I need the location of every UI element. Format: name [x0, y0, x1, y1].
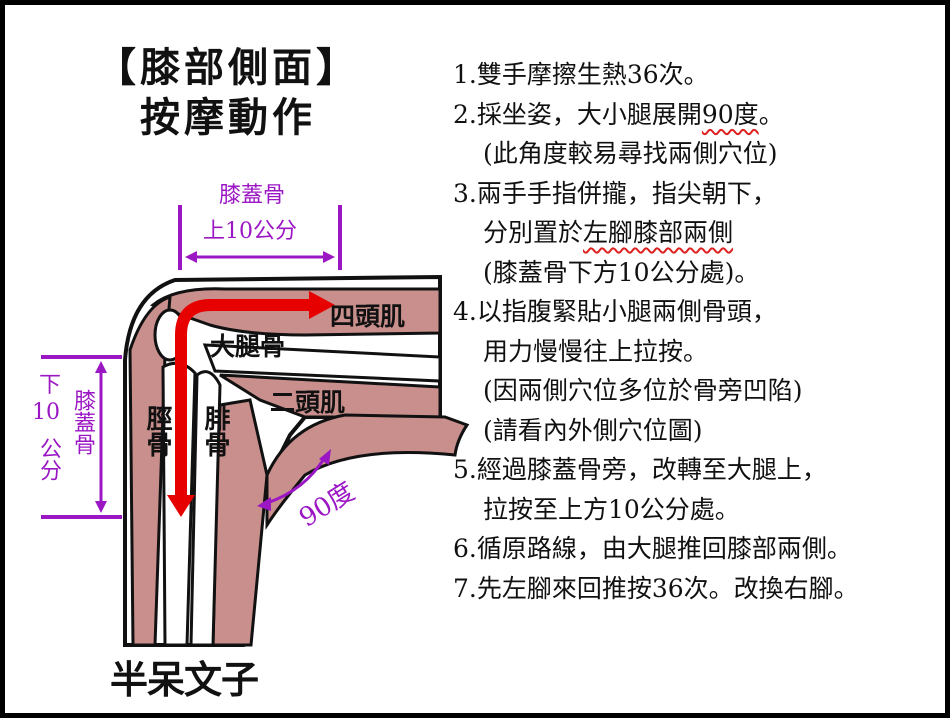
instruction-line: 7.先左腳來回推按36次。改換右腳。 [453, 569, 943, 609]
instruction-line: 1.雙手摩擦生熱36次。 [453, 55, 943, 95]
step-number: 4. [453, 297, 477, 326]
step-text: 雙手摩擦生熱36次。 [476, 60, 709, 89]
instruction-line: (此角度較易尋找兩側穴位) [453, 134, 943, 174]
highlighted-text: 90度 [701, 99, 759, 129]
step-number: 3. [453, 178, 477, 208]
instruction-line: 4.以指腹緊貼小腿兩側骨頭， [453, 292, 943, 332]
step-text: 先左腳來回推按36次。改換右腳。 [476, 573, 859, 603]
instruction-line: 拉按至上方10公分處。 [453, 490, 943, 530]
angle-arc [257, 449, 331, 511]
instruction-line: 2.採坐姿，大小腿展開90度。 [453, 95, 943, 135]
step-text: 經過膝蓋骨旁，改轉至大腿上， [476, 455, 827, 484]
step-text: 拉按至上方10公分處。 [483, 494, 740, 524]
leg-illustration [123, 274, 470, 647]
massage-path-arrow [167, 291, 335, 517]
below-knee-label-2: 10 [32, 400, 60, 425]
above-knee-dimension [178, 205, 342, 270]
quadriceps-label: 四頭肌 [330, 302, 406, 331]
instruction-line: 3.兩手手指併攏，指尖朝下， [453, 174, 943, 214]
femur-label: 大腿骨 [210, 332, 286, 361]
step-text: 分別置於 [483, 218, 584, 247]
step-number: 6. [453, 534, 477, 563]
instruction-list: 1.雙手摩擦生熱36次。2.採坐姿，大小腿展開90度。(此角度較易尋找兩側穴位)… [453, 55, 943, 608]
instruction-line: 5.經過膝蓋骨旁，改轉至大腿上， [453, 450, 943, 490]
instruction-line: (因兩側穴位多位於骨旁凹陷) [453, 371, 943, 411]
step-text: 兩手手指併攏，指尖朝下， [476, 178, 777, 208]
highlighted-text: 左腳膝部兩側 [583, 218, 734, 247]
instruction-line: 用力慢慢往上拉按。 [453, 332, 943, 372]
step-number: 7. [453, 573, 477, 603]
below-knee-dimension [41, 355, 122, 519]
instruction-line: (膝蓋骨下方10公分處)。 [453, 253, 943, 293]
step-number: 5. [453, 455, 477, 484]
biceps-label: 二頭肌 [270, 388, 346, 417]
above-knee-label-2: 上10公分 [203, 219, 297, 244]
fibula-label: 腓骨 [200, 405, 230, 457]
illustration-panel: 【膝部側面】 按摩動作 1.雙手摩擦生熱36次。2.採坐姿，大小腿展開90度。(… [5, 5, 945, 713]
brand-logo: 半呆文子 [110, 658, 259, 702]
step-number: 1. [453, 60, 477, 89]
below-knee-kneecap-label: 膝蓋骨 [70, 389, 95, 455]
step-text: (此角度較易尋找兩側穴位) [483, 139, 778, 168]
step-text: 用力慢慢往上拉按。 [483, 336, 709, 366]
instruction-line: (請看內外側穴位圖) [453, 411, 943, 451]
step-text: (因兩側穴位多位於骨旁凹陷) [483, 376, 803, 405]
step-text: (膝蓋骨下方10公分處)。 [483, 257, 760, 287]
below-knee-label-3: 公分 [36, 437, 61, 481]
title-line-1: 【膝部側面】 [96, 45, 360, 91]
knee-side-diagram [41, 205, 470, 647]
page-title: 【膝部側面】 按摩動作 [63, 43, 393, 143]
instruction-line: 6.循原路線，由大腿推回膝部兩側。 [453, 529, 943, 569]
step-text: 採坐姿，大小腿展開 [476, 99, 702, 129]
step-text: 循原路線，由大腿推回膝部兩側。 [476, 534, 852, 563]
step-text: (請看內外側穴位圖) [483, 415, 703, 445]
above-knee-label-1: 膝蓋骨 [219, 183, 286, 208]
step-text: 以指腹緊貼小腿兩側骨頭， [476, 297, 777, 326]
instruction-line: 分別置於左腳膝部兩側 [453, 213, 943, 253]
below-knee-label-1: 下 [39, 373, 62, 398]
tibia-label: 脛骨 [142, 405, 172, 457]
step-number: 2. [453, 99, 477, 129]
title-line-2: 按摩動作 [140, 95, 316, 141]
step-text: 。 [758, 99, 784, 129]
